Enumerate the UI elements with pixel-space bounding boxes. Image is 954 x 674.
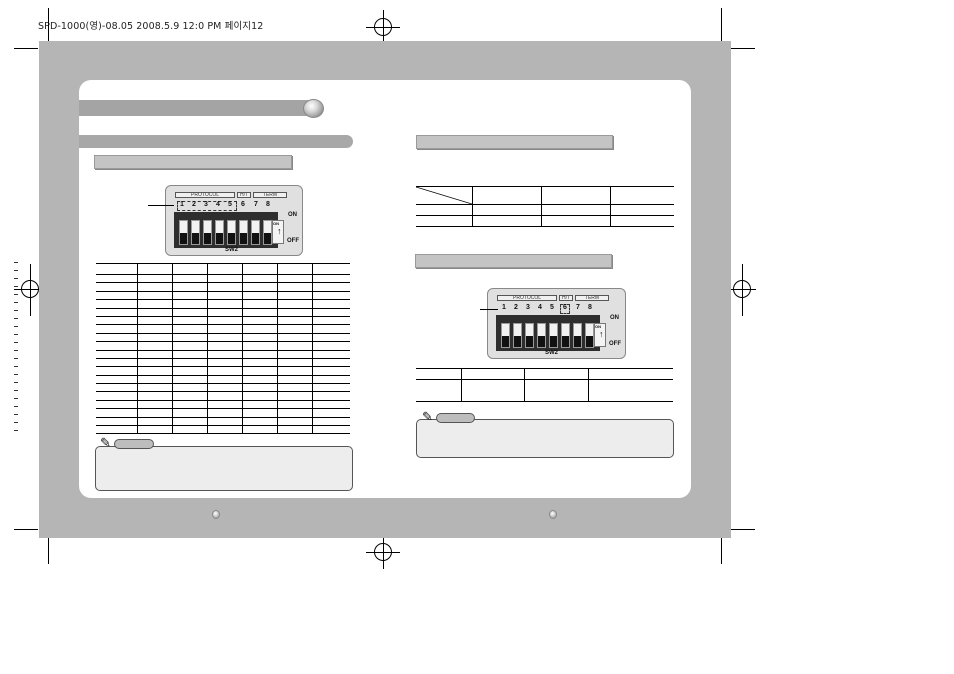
header-ball-icon <box>303 99 324 118</box>
dip-selection-outline <box>560 304 570 314</box>
dip-inner-panel: ON ↑ <box>594 323 606 347</box>
dip-toggle <box>513 323 522 348</box>
dip-number: 2 <box>514 304 518 311</box>
registration-cross <box>30 264 31 316</box>
dip-switch-strip <box>174 212 278 248</box>
section-title-box-termination <box>415 254 612 268</box>
dip-on-label: ON <box>288 212 297 218</box>
termination-setting-table <box>416 368 673 402</box>
dip-number: 4 <box>216 201 220 208</box>
registration-cross <box>728 289 756 290</box>
crop-mark <box>721 8 722 42</box>
registration-cross <box>366 552 400 553</box>
registration-cross <box>14 289 44 290</box>
dip-toggle <box>239 220 248 245</box>
dip-toggle <box>263 220 272 245</box>
crop-mark <box>48 8 49 42</box>
dip-toggle <box>585 323 594 348</box>
crop-mark <box>14 529 38 530</box>
print-slug: SPD-1000(영)-08.05 2008.5.9 12:0 PM 페이지12 <box>38 21 264 32</box>
dip-header-ht: H/T <box>237 192 251 198</box>
dip-number: 2 <box>192 201 196 208</box>
section-title-box-protocol <box>94 155 292 169</box>
section-header-bar <box>79 135 353 148</box>
dip-number: 5 <box>228 201 232 208</box>
dip-selection-outline <box>177 201 237 211</box>
dip-on-label: ON <box>610 315 619 321</box>
crop-mark <box>14 48 38 49</box>
dip-number: 7 <box>254 201 258 208</box>
chapter-header-bar <box>79 100 319 116</box>
dip-inner-on-label: ON <box>595 324 601 329</box>
dip-toggle <box>203 220 212 245</box>
crop-mark <box>48 538 49 564</box>
dip-number: 7 <box>576 304 580 311</box>
dip-toggle <box>191 220 200 245</box>
dip-number: 6 <box>563 304 567 311</box>
dip-number: 8 <box>266 201 270 208</box>
dip-toggle <box>537 323 546 348</box>
section-title-box-ht <box>416 135 613 149</box>
note-pencil-icon: ✎ <box>100 435 111 450</box>
protocol-setting-table <box>96 263 350 435</box>
crop-mark <box>731 529 755 530</box>
dip-number: 1 <box>180 201 184 208</box>
dip-switch-strip <box>496 315 600 351</box>
dip-inner-panel: ON ↑ <box>272 220 284 244</box>
callout-leader-line <box>480 309 498 310</box>
registration-cross <box>742 264 743 316</box>
dip-number: 5 <box>550 304 554 311</box>
dip-number: 8 <box>588 304 592 311</box>
dip-toggle <box>179 220 188 245</box>
dip-number: 3 <box>526 304 530 311</box>
ht-setting-table <box>416 186 674 227</box>
dip-header-protocol: PROTOCOL <box>497 295 557 301</box>
page-number-ball-icon <box>549 510 557 519</box>
dip-off-label: OFF <box>609 341 621 347</box>
up-arrow-icon: ↑ <box>277 226 282 236</box>
diagonal-header-line <box>416 187 472 205</box>
dip-toggle <box>501 323 510 348</box>
dip-toggle <box>525 323 534 348</box>
dip-header-term: TERM <box>253 192 287 198</box>
dip-header-ht: H/T <box>559 295 573 301</box>
note-box-left <box>95 446 353 491</box>
dip-number: 3 <box>204 201 208 208</box>
edge-tick-ruler <box>14 262 18 434</box>
page-number-ball-icon <box>212 510 220 519</box>
dip-toggle <box>251 220 260 245</box>
dip-switch-diagram-right: PROTOCOL H/T TERM 1 2 3 4 5 6 7 8 ON ↑ O… <box>487 288 626 359</box>
crop-mark <box>721 538 722 564</box>
dip-sw-label: SW2 <box>545 350 559 356</box>
dip-switch-diagram-left: PROTOCOL H/T TERM 1 2 3 4 5 6 7 8 ON ↑ O… <box>165 185 303 256</box>
dip-off-label: OFF <box>287 238 299 244</box>
crop-mark <box>731 48 755 49</box>
dip-inner-on-label: ON <box>273 221 279 226</box>
dip-toggle <box>573 323 582 348</box>
note-tag <box>436 413 475 423</box>
dip-number: 1 <box>502 304 506 311</box>
dip-header-protocol: PROTOCOL <box>175 192 235 198</box>
dip-toggle <box>549 323 558 348</box>
note-box-right <box>416 419 674 458</box>
callout-leader-line <box>148 205 174 206</box>
dip-number: 4 <box>538 304 542 311</box>
dip-toggle <box>227 220 236 245</box>
dip-sw-label: SW2 <box>225 247 239 253</box>
dip-number: 6 <box>241 201 245 208</box>
dip-toggle <box>561 323 570 348</box>
dip-header-term: TERM <box>575 295 609 301</box>
note-pencil-icon: ✎ <box>422 409 433 424</box>
dip-toggle <box>215 220 224 245</box>
up-arrow-icon: ↑ <box>599 329 604 339</box>
note-tag <box>114 439 154 449</box>
registration-cross <box>366 27 400 28</box>
